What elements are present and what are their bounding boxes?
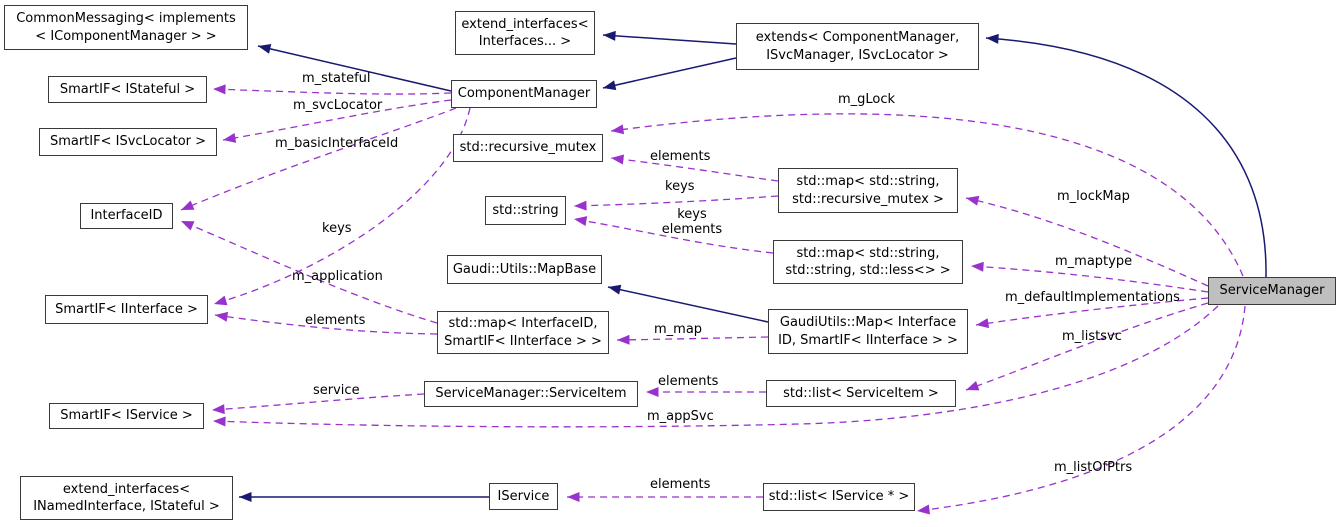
node-gaudiutils-map[interactable]: GaudiUtils::Map< Interface ID, SmartIF< … bbox=[768, 309, 968, 354]
edge-label-m-application: m_application bbox=[292, 269, 383, 284]
node-gaudi-utils-mapbase[interactable]: Gaudi::Utils::MapBase bbox=[447, 255, 602, 284]
node-extends-componentmanager[interactable]: extends< ComponentManager, ISvcManager, … bbox=[736, 23, 979, 70]
edge-keys-string-upper bbox=[573, 195, 779, 211]
node-smartif-iinterface[interactable]: SmartIF< IInterface > bbox=[45, 295, 208, 324]
node-smartif-iservice[interactable]: SmartIF< IService > bbox=[49, 403, 204, 429]
edge-label-m-glock: m_gLock bbox=[838, 92, 896, 107]
node-extend-interfaces-variadic[interactable]: extend_interfaces< Interfaces... > bbox=[455, 11, 595, 55]
edge-m-lockmap bbox=[965, 195, 1209, 287]
edge-label-elements-mutex: elements bbox=[650, 149, 711, 164]
node-smartif-isvclocator[interactable]: SmartIF< ISvcLocator > bbox=[39, 128, 217, 156]
node-std-list-iservice-ptr[interactable]: std::list< IService * > bbox=[763, 483, 915, 511]
node-std-map-string-mutex[interactable]: std::map< std::string, std::recursive_mu… bbox=[778, 168, 958, 213]
edge-m-stateful bbox=[212, 84, 452, 95]
edge-label-m-stateful: m_stateful bbox=[302, 71, 371, 86]
node-servicemanager-serviceitem[interactable]: ServiceManager::ServiceItem bbox=[424, 381, 638, 407]
edge-label-keys-string: keys bbox=[665, 179, 695, 194]
edge-extends-extend-interfaces bbox=[602, 30, 737, 45]
edge-label-elements-iinterface: elements bbox=[305, 313, 366, 328]
node-smartif-istateful[interactable]: SmartIF< IStateful > bbox=[48, 76, 207, 103]
edge-label-m-appsvc: m_appSvc bbox=[647, 409, 714, 424]
node-std-list-serviceitem[interactable]: std::list< ServiceItem > bbox=[766, 380, 956, 407]
node-commonmessaging[interactable]: CommonMessaging< implements < IComponent… bbox=[4, 5, 248, 50]
node-std-recursive-mutex[interactable]: std::recursive_mutex bbox=[453, 134, 603, 162]
edge-label-m-map: m_map bbox=[654, 322, 703, 337]
edge-servicemanager-extends bbox=[985, 33, 1267, 278]
node-iservice[interactable]: IService bbox=[489, 483, 558, 510]
edge-label-m-svclocator: m_svcLocator bbox=[293, 98, 383, 113]
node-extend-interfaces-inamed[interactable]: extend_interfaces< INamedInterface, ISta… bbox=[20, 476, 233, 520]
edge-extends-componentmanager bbox=[602, 57, 737, 91]
edge-label-m-basicinterfaceid: m_basicInterfaceId bbox=[275, 136, 399, 151]
node-servicemanager[interactable]: ServiceManager bbox=[1208, 277, 1336, 305]
edge-gaudiutilsmap-mapbase bbox=[607, 284, 769, 323]
edge-label-m-listsvc: m_listsvc bbox=[1062, 329, 1122, 344]
node-interfaceid[interactable]: InterfaceID bbox=[80, 203, 173, 229]
edge-label-keys-elements-string: keys elements bbox=[661, 207, 723, 237]
edge-label-elements-serviceitem: elements bbox=[658, 374, 719, 389]
edge-label-keys-interfaceid: keys bbox=[322, 221, 352, 236]
node-std-string[interactable]: std::string bbox=[485, 196, 566, 225]
edge-label-service: service bbox=[313, 383, 360, 398]
edge-m-basicinterfaceid bbox=[180, 107, 457, 211]
node-componentmanager[interactable]: ComponentManager bbox=[451, 80, 597, 108]
edge-label-m-lockmap: m_lockMap bbox=[1057, 189, 1130, 204]
edge-m-listsvc bbox=[965, 302, 1209, 391]
node-std-map-string-string[interactable]: std::map< std::string, std::string, std:… bbox=[773, 240, 963, 284]
node-std-map-interfaceid[interactable]: std::map< InterfaceID, SmartIF< IInterfa… bbox=[437, 311, 609, 354]
edge-label-m-listofptrs: m_listOfPtrs bbox=[1054, 460, 1133, 475]
edge-label-m-maptype: m_maptype bbox=[1055, 254, 1133, 269]
edge-label-m-defaultimplementations: m_defaultImplementations bbox=[1005, 290, 1180, 305]
edge-label-elements-iservice: elements bbox=[650, 477, 711, 492]
